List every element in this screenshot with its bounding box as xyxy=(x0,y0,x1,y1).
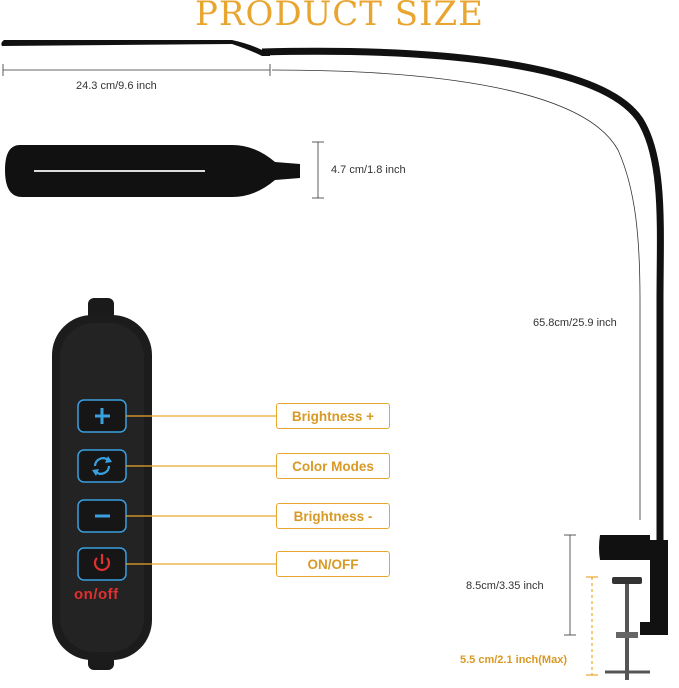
brightness-down-label: Brightness - xyxy=(276,503,390,529)
arm-dimension-curve xyxy=(271,69,641,520)
lamp-head-side xyxy=(1,40,270,56)
power-label: ON/OFF xyxy=(276,551,390,577)
lamp-arm xyxy=(261,47,664,540)
head-length-label: 24.3 cm/9.6 inch xyxy=(76,80,157,92)
color-modes-button xyxy=(77,449,127,483)
brightness-up-label: Brightness + xyxy=(276,403,390,429)
clamp-opening-label: 5.5 cm/2.1 inch(Max) xyxy=(460,654,567,666)
head-width-label: 4.7 cm/1.8 inch xyxy=(331,164,406,176)
power-caption: on/off xyxy=(74,586,119,603)
clamp-height-label: 8.5cm/3.35 inch xyxy=(466,580,544,592)
color-modes-label: Color Modes xyxy=(276,453,390,479)
page-title: PRODUCT SIZE xyxy=(195,0,484,34)
arm-height-label: 65.8cm/25.9 inch xyxy=(533,317,617,329)
